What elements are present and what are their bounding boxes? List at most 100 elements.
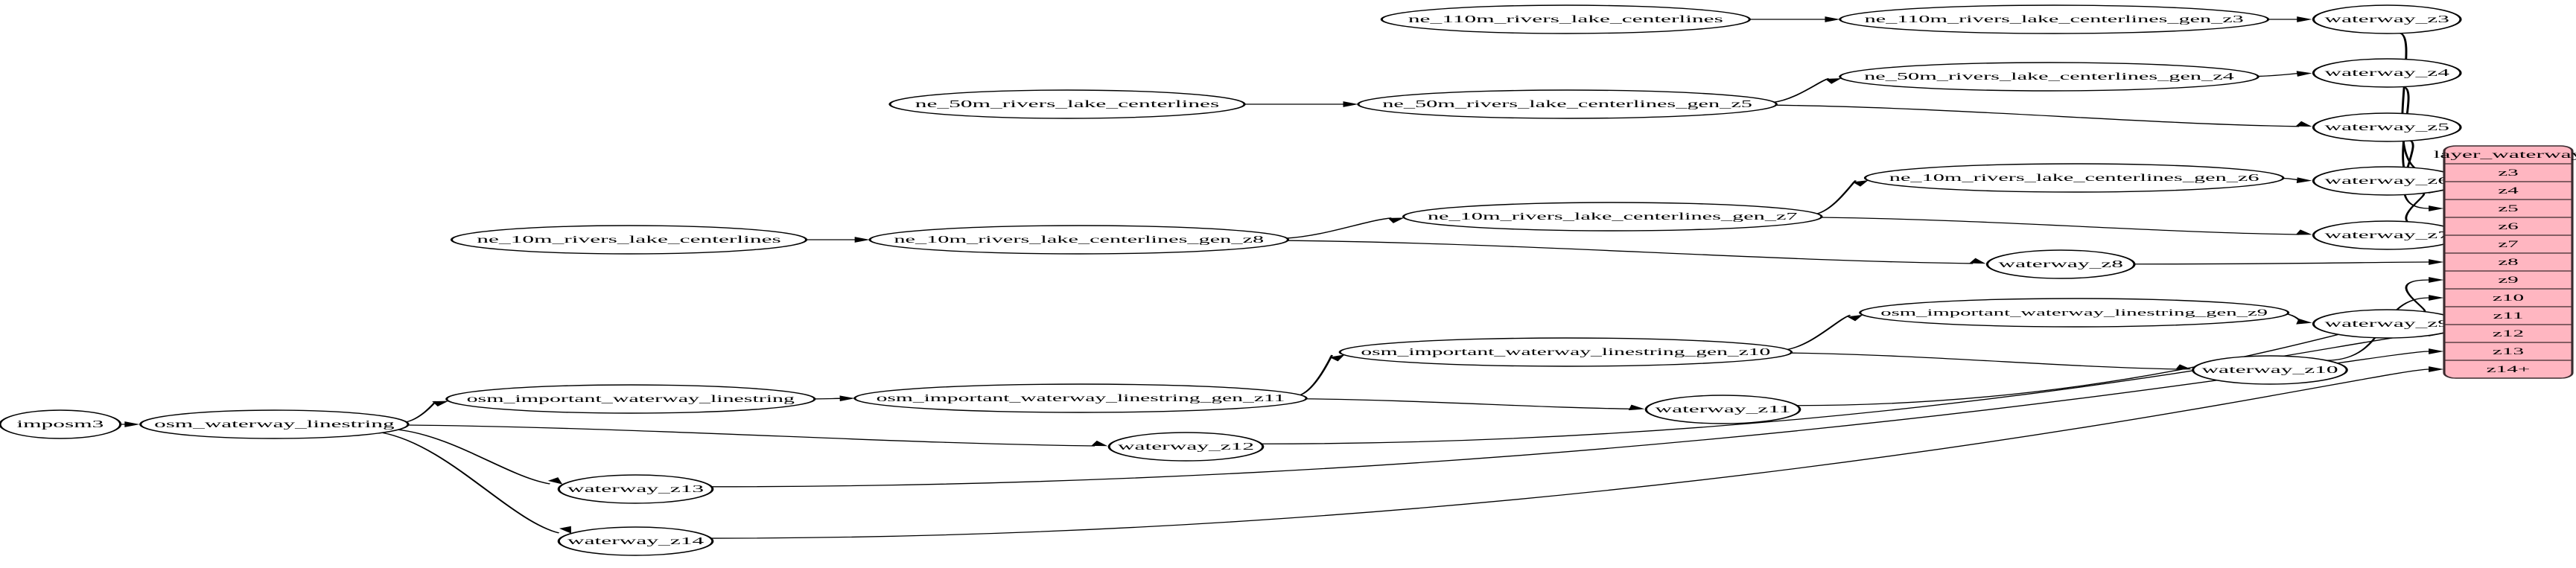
edge-osm_important_waterway_linestring_gen_z10-to-osm_important_waterway_linestring_gen_z9 [1785,314,1851,351]
node-shape[interactable] [1338,337,1793,367]
node-waterway_z3[interactable]: waterway_z3 [2312,4,2462,34]
record-row-z3[interactable]: z3 [2498,167,2519,177]
node-label: ne_50m_rivers_lake_centerlines_gen_z5 [1382,99,1752,110]
node-osm_waterway_linestring[interactable]: osm_waterway_linestring [139,409,410,439]
node-shape[interactable] [2192,355,2348,385]
node-shape[interactable] [0,409,122,439]
node-waterway_z10[interactable]: waterway_z10 [2192,355,2348,385]
node-ne_10m_rivers_lake_centerlines_gen_z8[interactable]: ne_10m_rivers_lake_centerlines_gen_z8 [868,225,1290,255]
node-shape[interactable] [2312,4,2462,34]
node-shape[interactable] [888,89,1246,119]
edge-arrowhead [1343,101,1358,107]
node-shape[interactable] [868,225,1290,255]
node-shape[interactable] [1402,202,1823,232]
node-ne_10m_rivers_lake_centerlines[interactable]: ne_10m_rivers_lake_centerlines [450,225,808,255]
edge-osm_waterway_linestring-to-osm_important_waterway_linestring [404,401,437,423]
node-shape[interactable] [445,384,816,414]
edge-arrowhead [2429,348,2444,354]
node-shape[interactable] [1985,249,2136,279]
node-waterway_z12[interactable]: waterway_z12 [1107,432,1265,462]
node-ne_50m_rivers_lake_centerlines[interactable]: ne_50m_rivers_lake_centerlines [888,89,1246,119]
node-shape[interactable] [1644,395,1801,424]
node-shape[interactable] [1357,89,1778,119]
node-ne_10m_rivers_lake_centerlines_gen_z6[interactable]: ne_10m_rivers_lake_centerlines_gen_z6 [1863,163,2285,193]
node-label: osm_important_waterway_linestring_gen_z1… [877,393,1285,403]
node-label: osm_important_waterway_linestring_gen_z9 [1880,307,2268,317]
edge-osm_important_waterway_linestring_gen_z10-to-waterway_z10 [1789,352,2179,370]
node-waterway_z11[interactable]: waterway_z11 [1644,395,1801,424]
node-shape[interactable] [557,474,714,504]
node-shape[interactable] [557,526,714,556]
edge-arrowhead [1628,404,1645,411]
record-row-z14plus[interactable]: z14+ [2487,363,2531,374]
node-ne_10m_rivers_lake_centerlines_gen_z7[interactable]: ne_10m_rivers_lake_centerlines_gen_z7 [1402,202,1823,232]
node-label: osm_important_waterway_linestring_gen_z1… [1361,347,1770,357]
node-shape[interactable] [139,409,410,439]
edge-arrowhead [2297,16,2312,22]
node-shape[interactable] [450,225,808,255]
node-waterway_z9[interactable]: waterway_z9 [2312,309,2462,339]
node-waterway_z13[interactable]: waterway_z13 [557,474,714,504]
node-imposm3[interactable]: imposm3 [0,409,122,439]
node-shape[interactable] [1107,432,1265,462]
node-osm_important_waterway_linestring_gen_z10[interactable]: osm_important_waterway_linestring_gen_z1… [1338,337,1793,367]
node-ne_110m_rivers_lake_centerlines_gen_z3[interactable]: ne_110m_rivers_lake_centerlines_gen_z3 [1839,4,2270,34]
record-row-z12[interactable]: z12 [2493,328,2524,338]
edge-waterway_z12-to-layer_waterway-z12 [1260,333,2429,444]
node-shape[interactable] [2312,112,2462,142]
node-waterway_z14[interactable]: waterway_z14 [557,526,714,556]
edge-arrowhead [2429,366,2444,372]
node-shape[interactable] [1380,4,1751,34]
node-osm_important_waterway_linestring_gen_z9[interactable]: osm_important_waterway_linestring_gen_z9 [1859,298,2290,328]
record-row-z8[interactable]: z8 [2498,256,2519,267]
record-row-z13[interactable]: z13 [2493,345,2524,356]
node-waterway_z7[interactable]: waterway_z7 [2312,220,2462,250]
node-label: waterway_z10 [2201,364,2338,376]
record-row-z9[interactable]: z9 [2498,274,2519,284]
edge-arrowhead [2429,277,2444,283]
node-label: ne_10m_rivers_lake_centerlines_gen_z8 [894,234,1264,246]
node-shape[interactable] [1863,163,2285,193]
record-row-z7[interactable]: z7 [2498,238,2519,249]
node-label: ne_110m_rivers_lake_centerlines_gen_z3 [1865,14,2244,25]
edge-arrowhead [2296,71,2312,77]
node-osm_important_waterway_linestring[interactable]: osm_important_waterway_linestring [445,384,816,414]
edge-arrowhead [1825,78,1842,84]
edge-arrowhead [1969,258,1986,264]
node-label: waterway_z14 [567,535,704,547]
record-row-z11[interactable]: z11 [2493,310,2523,320]
node-label: waterway_z6 [2324,175,2449,187]
node-ne_110m_rivers_lake_centerlines[interactable]: ne_110m_rivers_lake_centerlines [1380,4,1751,34]
node-shape[interactable] [853,383,1308,413]
edge-osm_waterway_linestring-to-waterway_z14 [381,432,560,534]
node-label: ne_50m_rivers_lake_centerlines_gen_z4 [1864,71,2234,83]
edge-arrowhead [559,526,571,534]
record-node-layer-waterway: layer_waterwayz3z4z5z6z7z8z9z10z11z12z13… [2434,145,2576,379]
edge-ne_50m_rivers_lake_centerlines_gen_z5-to-ne_50m_rivers_lake_centerlines_gen_z4 [1772,77,1830,103]
node-ne_50m_rivers_lake_centerlines_gen_z4[interactable]: ne_50m_rivers_lake_centerlines_gen_z4 [1839,62,2259,92]
node-waterway_z4[interactable]: waterway_z4 [2312,58,2462,88]
edge-waterway_z14-to-layer_waterway-z14- [710,368,2429,539]
node-ne_50m_rivers_lake_centerlines_gen_z5[interactable]: ne_50m_rivers_lake_centerlines_gen_z5 [1357,89,1778,119]
node-waterway_z8[interactable]: waterway_z8 [1985,249,2136,279]
edge-arrowhead [1329,354,1345,362]
nodes-layer: imposm3 osm_waterway_linestring osm_import… [0,4,2462,556]
record-node-layer: layer_waterwayz3z4z5z6z7z8z9z10z11z12z13… [2434,145,2576,379]
node-shape[interactable] [1839,62,2259,92]
node-waterway_z5[interactable]: waterway_z5 [2312,112,2462,142]
node-osm_important_waterway_linestring_gen_z11[interactable]: osm_important_waterway_linestring_gen_z1… [853,383,1308,413]
node-waterway_z6[interactable]: waterway_z6 [2312,166,2462,196]
node-label: ne_50m_rivers_lake_centerlines [915,98,1219,110]
node-shape[interactable] [1839,4,2270,34]
record-row-z5[interactable]: z5 [2498,202,2519,213]
record-row-z10[interactable]: z10 [2493,292,2524,302]
edge-osm_important_waterway_linestring_gen_z11-to-osm_important_waterway_linestring_gen_z10 [1298,354,1333,396]
edges-layer [119,16,2456,539]
node-label: waterway_z7 [2324,229,2449,241]
edge-arrowhead [124,421,140,427]
edge-ne_10m_rivers_lake_centerlines_gen_z7-to-waterway_z7 [1819,217,2300,235]
node-shape[interactable] [1859,298,2290,328]
node-shape[interactable] [2312,58,2462,88]
record-row-z4[interactable]: z4 [2498,185,2519,195]
record-row-z6[interactable]: z6 [2498,220,2519,231]
